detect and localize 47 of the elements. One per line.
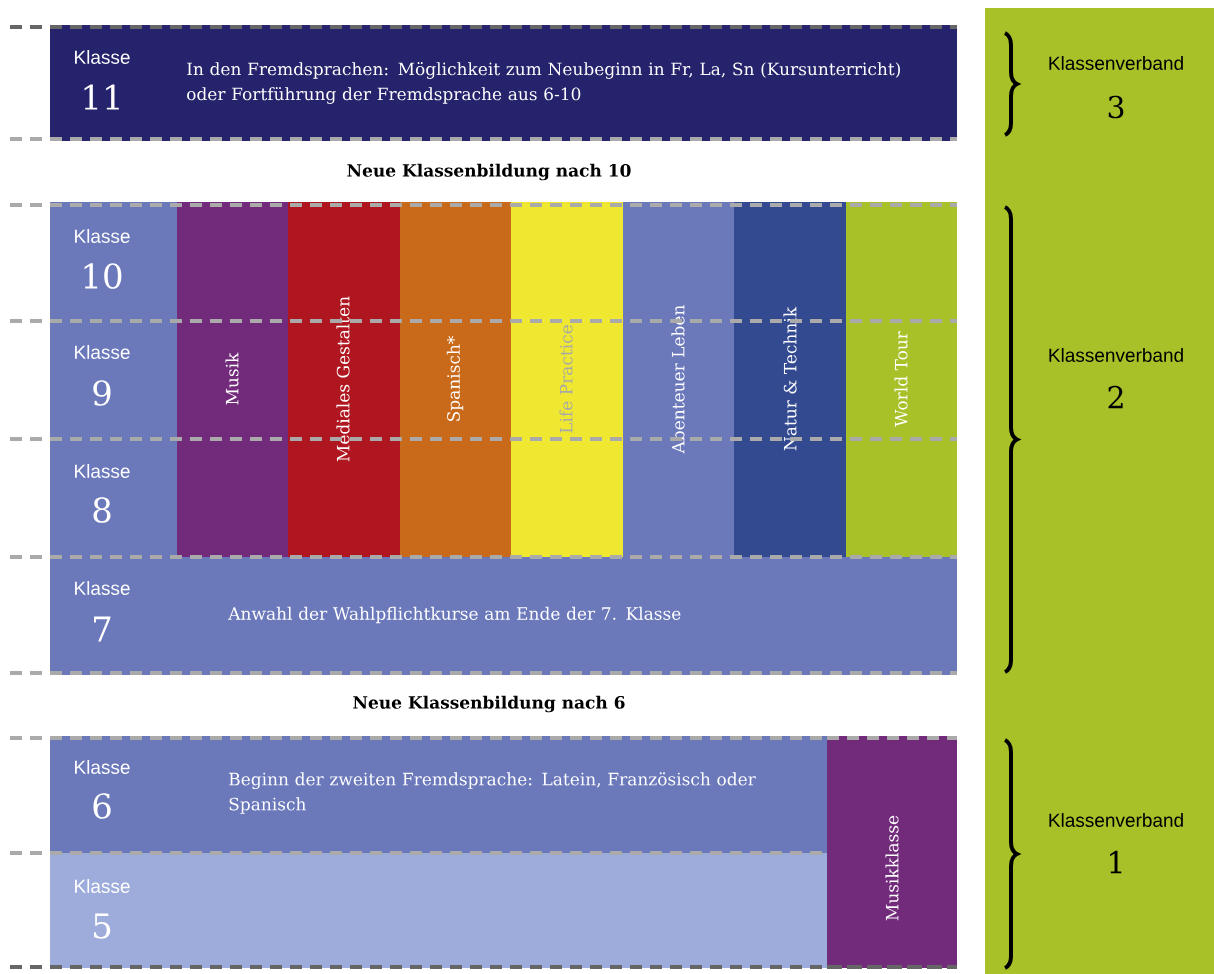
description-text: In den Fremdsprachen: Möglichkeit zum Neubeginn in Fr, La, Sn (Kursunterricht) oder Fortführung der Fremdsprache aus 6-10: [187, 62, 900, 104]
grade-group-band: [985, 8, 1214, 974]
class-row: [50, 853, 827, 968]
course-column: [623, 202, 734, 557]
course-column: [400, 202, 511, 557]
course-column: [177, 202, 288, 557]
description-text: Anwahl der Wahlpflichtkurse am Ende der 7. Klasse: [228, 606, 681, 624]
course-name: Abenteuer Leben: [671, 305, 685, 454]
course-column: [846, 202, 957, 557]
grade-number: 11: [84, 84, 119, 110]
group-label: Klassenverband: [1049, 348, 1183, 362]
grade-number: 9: [93, 380, 111, 406]
course-name: Musikklasse: [885, 815, 899, 921]
class-cell: [50, 438, 177, 557]
class-label: Klasse: [75, 464, 130, 478]
class-label: Klasse: [75, 581, 130, 595]
course-name: Musik: [225, 352, 239, 405]
group-number: 2: [1108, 385, 1123, 409]
grade-number: 5: [94, 913, 111, 939]
class-label: Klasse: [75, 50, 130, 64]
group-number: 3: [1108, 95, 1124, 119]
grade-number: 8: [93, 497, 111, 523]
class-label: Klasse: [75, 879, 130, 893]
course-name: Life Practice: [559, 325, 573, 433]
grade-number: 10: [84, 263, 122, 289]
grade-number: 6: [93, 793, 111, 819]
course-name: Mediales Gestalten: [336, 296, 350, 462]
group-label: Klassenverband: [1049, 56, 1183, 70]
class-label: Klasse: [75, 229, 130, 243]
section-heading: Neue Klassenbildung nach 10: [347, 163, 631, 181]
class-cell: [50, 320, 177, 438]
group-label: Klassenverband: [1049, 813, 1183, 827]
class-label: Klasse: [75, 345, 130, 359]
grade-number: 7: [94, 616, 111, 642]
class-row: [50, 25, 957, 141]
class-row: [50, 736, 827, 853]
course-column: [734, 202, 846, 557]
course-column: [288, 202, 400, 557]
class-cell: [50, 202, 177, 320]
section-heading: Neue Klassenbildung nach 6: [353, 695, 625, 713]
class-label: Klasse: [75, 760, 130, 774]
music-class-column: [827, 736, 957, 968]
course-name: World Tour: [894, 331, 908, 427]
course-name: Spanisch*: [446, 335, 464, 421]
group-number: 1: [1110, 850, 1122, 874]
course-column: [511, 202, 623, 557]
description-text: Beginn der zweiten Fremdsprache: Latein, Französisch oder Spanisch: [229, 772, 756, 814]
